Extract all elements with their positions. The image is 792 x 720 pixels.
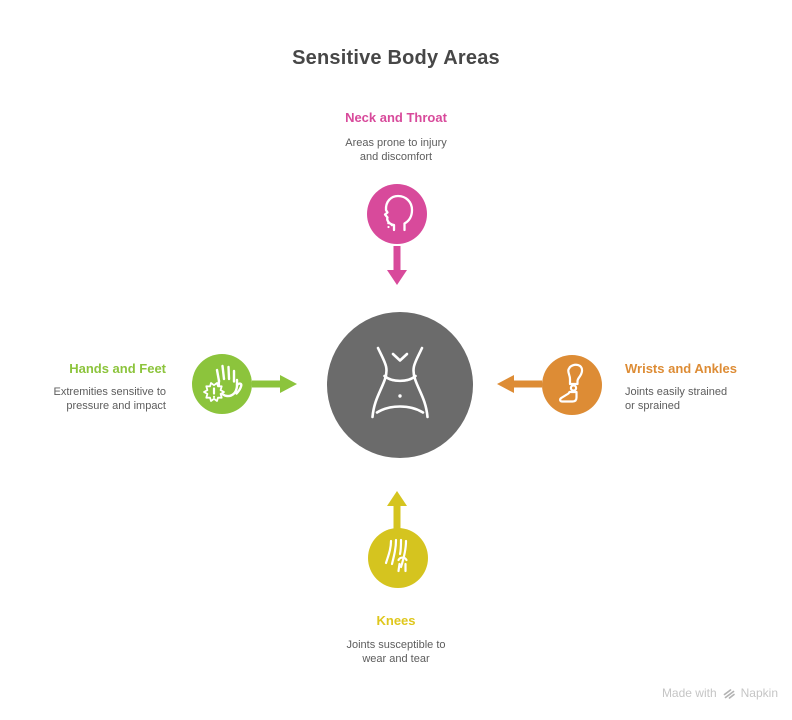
item-description-knees: Joints susceptible to wear and tear [296,638,496,666]
page-title: Sensitive Body Areas [292,47,500,69]
item-label-neck-throat: Neck and Throat [345,110,447,125]
hand-alert-icon [215,364,243,398]
item-label-knees: Knees [376,613,416,628]
arrow-up-icon [387,491,407,530]
item-description-neck-throat: Areas prone to injury and discomfort [296,136,496,164]
item-description-wrists-ankles: Joints easily strained or sprained [625,385,792,413]
badge-circle [367,184,427,244]
arrow-left-icon [497,375,542,393]
description-line: Joints easily strained [625,386,728,398]
head-neck-icon [383,194,414,232]
napkin-logo-icon [723,689,735,699]
napkin-watermark: Made with Napkin [662,686,778,700]
torso-icon [371,346,429,419]
badge-circle [192,354,252,414]
wrists-ankles-badge [542,355,602,415]
knees-badge [368,528,428,588]
description-line: wear and tear [362,653,430,665]
description-line: Joints susceptible to [346,639,446,651]
watermark-text: Made with [661,686,717,700]
description-line: pressure and impact [66,400,166,412]
watermark-brand: Napkin [740,686,778,700]
navel-dot [398,394,402,398]
leg-ankle-icon [559,363,584,403]
arrow-right-icon [252,375,297,393]
item-description-hands-feet: Extremities sensitive to pressure and im… [0,385,166,413]
throat-dots [387,221,394,229]
description-line: Areas prone to injury [345,137,447,149]
center-circle [327,312,473,458]
badge-circle [368,528,428,588]
neck-throat-badge [367,184,427,244]
description-line: Extremities sensitive to [53,386,166,398]
knee-joint-icon [384,538,408,573]
item-label-hands-feet: Hands and Feet [69,361,166,376]
item-label-wrists-ankles: Wrists and Ankles [625,361,737,376]
hands-feet-badge [192,354,252,414]
arrow-down-icon [387,246,407,285]
description-line: or sprained [625,400,681,412]
description-line: and discomfort [359,151,433,163]
